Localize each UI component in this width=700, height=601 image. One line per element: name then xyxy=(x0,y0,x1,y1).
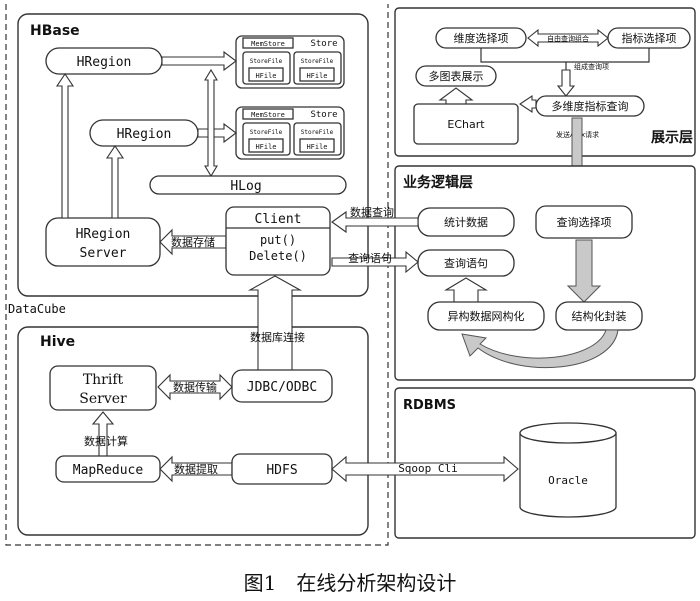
jdbc-odbc xyxy=(231,369,333,403)
memstore-1 xyxy=(242,37,294,49)
oracle-db-icon xyxy=(519,422,617,518)
arrow-composed-query xyxy=(556,69,576,97)
hfile-1a xyxy=(248,67,284,82)
echart-label: EChart xyxy=(447,118,485,131)
hfile-1a-label: HFile xyxy=(255,72,276,80)
store-1-label: Store xyxy=(310,39,337,49)
storefile-2a-label: StoreFile xyxy=(250,129,283,136)
hfile-1b-label: HFile xyxy=(306,72,327,80)
arrow-data-query xyxy=(331,210,419,234)
client-delete: Delete() xyxy=(249,249,307,263)
client-title: Client xyxy=(255,212,302,227)
arrow-data-extract xyxy=(159,455,233,483)
hregion-top-label: HRegion xyxy=(77,55,132,70)
data-compute-label: 数据计算 xyxy=(84,434,128,448)
datacube-label: DataCube xyxy=(8,302,66,316)
jdbc-label: JDBC/ODBC xyxy=(247,380,317,395)
arrow-data-compute xyxy=(91,411,115,457)
hdfs-label: HDFS xyxy=(266,463,297,478)
hfile-1b xyxy=(299,67,335,82)
hregion-server-line2: Server xyxy=(80,246,127,261)
hlog-label: HLog xyxy=(230,179,261,194)
figure-caption: 图1 在线分析架构设计 xyxy=(244,571,457,595)
hfile-2a-label: HFile xyxy=(255,143,276,151)
hregion-server-line1: HRegion xyxy=(76,227,131,242)
dimension-select-label: 维度选择项 xyxy=(454,31,509,45)
hbase-title: HBase xyxy=(30,23,80,39)
arrow-hetero-stmt xyxy=(444,277,488,303)
multi-query xyxy=(535,95,645,117)
db-connect-label: 数据库连接 xyxy=(250,330,305,344)
multi-query-label: 多维度指标查询 xyxy=(552,99,629,113)
memstore-2-label: MemStore xyxy=(251,111,285,119)
arrow-query-echart xyxy=(519,94,537,114)
free-combination-label: 自由查询组合 xyxy=(547,34,589,43)
rdbms-title: RDBMS xyxy=(403,398,456,413)
query-stmt xyxy=(417,249,515,277)
hfile-2b-label: HFile xyxy=(306,143,327,151)
business-title: 业务逻辑层 xyxy=(403,174,473,191)
hive-panel xyxy=(17,326,369,536)
query-select xyxy=(535,205,633,239)
arrow-server-hregion-mid xyxy=(105,145,125,219)
echart-box xyxy=(413,103,519,145)
hfile-2b xyxy=(299,138,335,153)
data-store-label: 数据存储 xyxy=(171,235,215,249)
structured-label: 结构化封装 xyxy=(572,309,627,323)
heterogeneous xyxy=(427,301,545,331)
client-put: put() xyxy=(260,233,296,247)
arrow-sqoop xyxy=(331,455,519,483)
query-select-label: 查询选择项 xyxy=(557,215,612,229)
arrow-curved-feedback xyxy=(461,329,619,369)
arrow-select-structured xyxy=(566,239,602,303)
hive-title: Hive xyxy=(40,334,75,350)
composed-query-label: 组成查询项 xyxy=(574,62,609,71)
arrow-hregion-store-2 xyxy=(197,122,237,144)
stat-data-label: 统计数据 xyxy=(444,215,488,229)
multi-chart-label: 多图表展示 xyxy=(429,69,484,83)
hlog-bar xyxy=(149,175,347,195)
mapreduce-label: MapReduce xyxy=(73,463,144,478)
indicator-select-label: 指标选择项 xyxy=(622,31,677,45)
data-query-label: 数据查询 xyxy=(350,205,394,219)
structured xyxy=(555,301,643,331)
hregion-mid-label: HRegion xyxy=(117,127,172,142)
store-2-label: Store xyxy=(310,110,337,120)
thrift-line1: Thrift xyxy=(83,372,124,388)
multi-chart xyxy=(415,65,497,87)
hfile-2a xyxy=(248,138,284,153)
arrow-store-hlog xyxy=(204,68,218,178)
memstore-1-label: MemStore xyxy=(251,40,285,48)
data-extract-label: 数据提取 xyxy=(174,462,218,476)
arrow-data-store xyxy=(159,228,227,256)
oracle-label: Oracle xyxy=(548,474,588,487)
datacube-boundary xyxy=(5,4,389,546)
query-stmt-label: 查询语句 xyxy=(444,256,488,270)
sqoop-label: Sqoop Cli xyxy=(398,462,458,475)
arrow-echart-chart xyxy=(438,87,474,105)
thrift-line2: Server xyxy=(79,391,127,407)
heterogeneous-label: 异构数据网构化 xyxy=(448,309,525,323)
storefile-1a-label: StoreFile xyxy=(250,58,283,65)
data-transfer-label: 数据传输 xyxy=(173,380,217,394)
thrift-server xyxy=(49,365,157,411)
arrow-db-connect xyxy=(247,275,303,371)
arrow-hregion-store-1 xyxy=(161,50,237,72)
storefile-1b-label: StoreFile xyxy=(301,58,334,65)
memstore-2 xyxy=(242,108,294,120)
client-box xyxy=(225,206,331,276)
storefile-2b-label: StoreFile xyxy=(301,129,334,136)
arrow-server-hregion-top xyxy=(55,73,75,219)
presentation-title: 展示层 xyxy=(651,130,693,146)
query-stmt-arrow-label: 查询语句 xyxy=(348,251,392,265)
arrow-query-stmt xyxy=(331,250,419,274)
